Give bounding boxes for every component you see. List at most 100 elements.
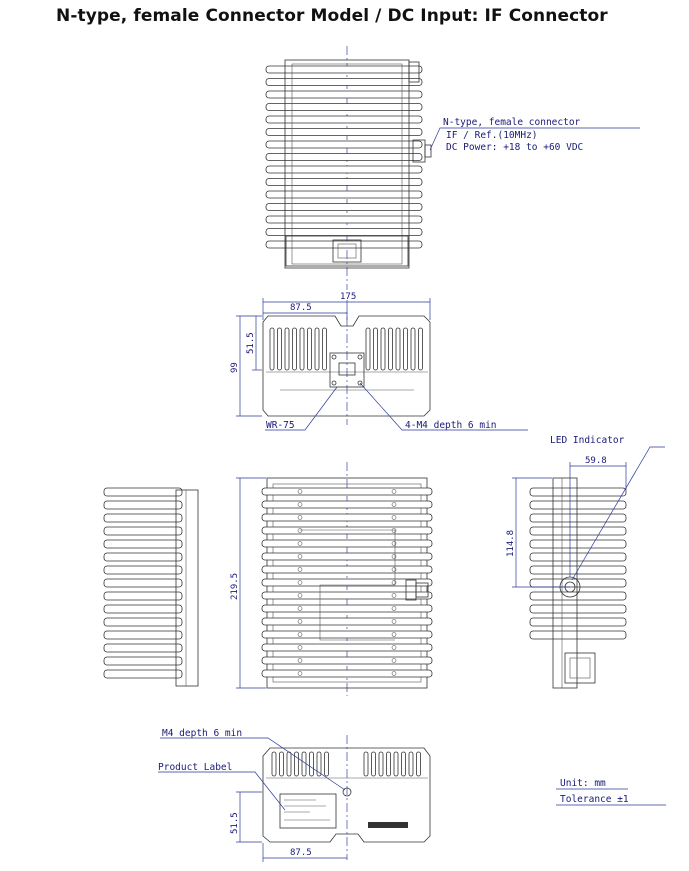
fin-hole (391, 619, 397, 624)
heat-sink-fin (103, 604, 183, 614)
page-title: N-type, female Connector Model / DC Inpu… (56, 6, 608, 26)
heat-sink-fin (410, 327, 416, 371)
dim-51-5-front: 51.5 (246, 332, 256, 354)
fin-hole (297, 528, 303, 533)
heat-sink-fin (103, 578, 183, 588)
heat-sink-fin (365, 327, 371, 371)
heat-sink-fin (322, 327, 327, 371)
unit-label: Unit: mm (560, 778, 606, 789)
fin-hole (391, 541, 397, 546)
heat-sink-fin (286, 751, 292, 777)
heat-sink-fin (103, 539, 183, 549)
heat-sink-fin (284, 327, 290, 371)
fin-hole (391, 593, 397, 598)
center-view: 219.5 (230, 462, 433, 696)
heat-sink-fin (277, 327, 282, 371)
dim-99: 99 (230, 362, 240, 373)
heat-sink-fin (529, 526, 627, 536)
heat-sink-fin (265, 140, 423, 149)
fin-hole (297, 671, 303, 676)
fin-hole (391, 489, 397, 494)
fin-hole (391, 580, 397, 585)
heat-sink-fin (324, 751, 329, 777)
fin-hole (297, 541, 303, 546)
m4-flange-label: 4-M4 depth 6 min (405, 420, 497, 431)
heat-sink-fin (103, 526, 183, 536)
left-view-fins (103, 487, 183, 679)
fin-hole (297, 619, 303, 624)
heat-sink-fin (261, 617, 433, 626)
fin-hole (391, 515, 397, 520)
heat-sink-fin (103, 630, 183, 640)
heat-sink-fin (103, 617, 183, 627)
fin-hole (297, 658, 303, 663)
heat-sink-fin (307, 327, 312, 371)
heat-sink-fin (301, 751, 307, 777)
heat-sink-fin (418, 327, 423, 371)
dim-59-8: 59.8 (585, 456, 607, 466)
center-view-fins (261, 487, 433, 678)
m4-bottom-hole (342, 787, 352, 797)
top-view-fins (265, 65, 423, 249)
heat-sink-fin (265, 165, 423, 174)
barcode (368, 822, 408, 828)
heat-sink-fin (373, 327, 378, 371)
fin-hole (297, 502, 303, 507)
heat-sink-fin (271, 751, 277, 777)
heat-sink-fin (261, 591, 433, 600)
fin-hole (297, 489, 303, 494)
fin-hole (391, 528, 397, 533)
heat-sink-fin (403, 327, 408, 371)
fin-hole (391, 658, 397, 663)
fin-hole (391, 671, 397, 676)
connector-note-line2: IF / Ref.(10MHz) (446, 130, 538, 141)
product-label-label: Product Label (158, 762, 232, 773)
heat-sink-fin (299, 327, 305, 371)
heat-sink-fin (103, 552, 183, 562)
heat-sink-fin (388, 327, 393, 371)
fin-hole (391, 645, 397, 650)
heat-sink-fin (265, 115, 423, 124)
heat-sink-fin (265, 240, 423, 249)
heat-sink-fin (265, 65, 423, 74)
heat-sink-fin (279, 751, 284, 777)
heat-sink-fin (363, 751, 369, 777)
heat-sink-fin (371, 751, 376, 777)
heat-sink-fin (265, 228, 423, 236)
heat-sink-fin (103, 487, 183, 497)
heat-sink-fin (314, 327, 320, 371)
heat-sink-fin (103, 643, 183, 653)
heat-sink-fin (529, 617, 627, 627)
top-view: N-type, female connector IF / Ref.(10MHz… (265, 46, 640, 290)
heat-sink-fin (408, 751, 414, 777)
heat-sink-fin (529, 513, 627, 523)
fin-hole (391, 554, 397, 559)
heat-sink-fin (265, 103, 423, 111)
fin-hole (391, 502, 397, 507)
heat-sink-fin (529, 630, 627, 640)
heat-sink-fin (416, 751, 421, 777)
heat-sink-fin (103, 565, 183, 575)
bottom-view: M4 depth 6 min Product Label 51.5 87.5 U… (158, 728, 666, 862)
fin-hole (391, 567, 397, 572)
heat-sink-fin (529, 500, 627, 510)
product-label-plate (279, 793, 337, 829)
heat-sink-fin (265, 215, 423, 224)
wr75-flange (329, 352, 365, 388)
heat-sink-fin (529, 539, 627, 549)
heat-sink-fin (529, 591, 627, 601)
dim-114-8: 114.8 (506, 530, 516, 557)
fin-hole (297, 580, 303, 585)
heat-sink-fin (261, 604, 433, 613)
right-view-fins (529, 487, 627, 640)
heat-sink-fin (309, 751, 314, 777)
heat-sink-fin (269, 327, 275, 371)
connector-note-line3: DC Power: +18 to +60 VDC (446, 142, 583, 153)
heat-sink-fin (529, 487, 627, 497)
heat-sink-fin (261, 500, 433, 509)
dim-219-5: 219.5 (230, 573, 240, 600)
heat-sink-fin (265, 203, 423, 211)
heat-sink-fin (292, 327, 297, 371)
heat-sink-fin (261, 565, 433, 574)
fin-hole (297, 515, 303, 520)
